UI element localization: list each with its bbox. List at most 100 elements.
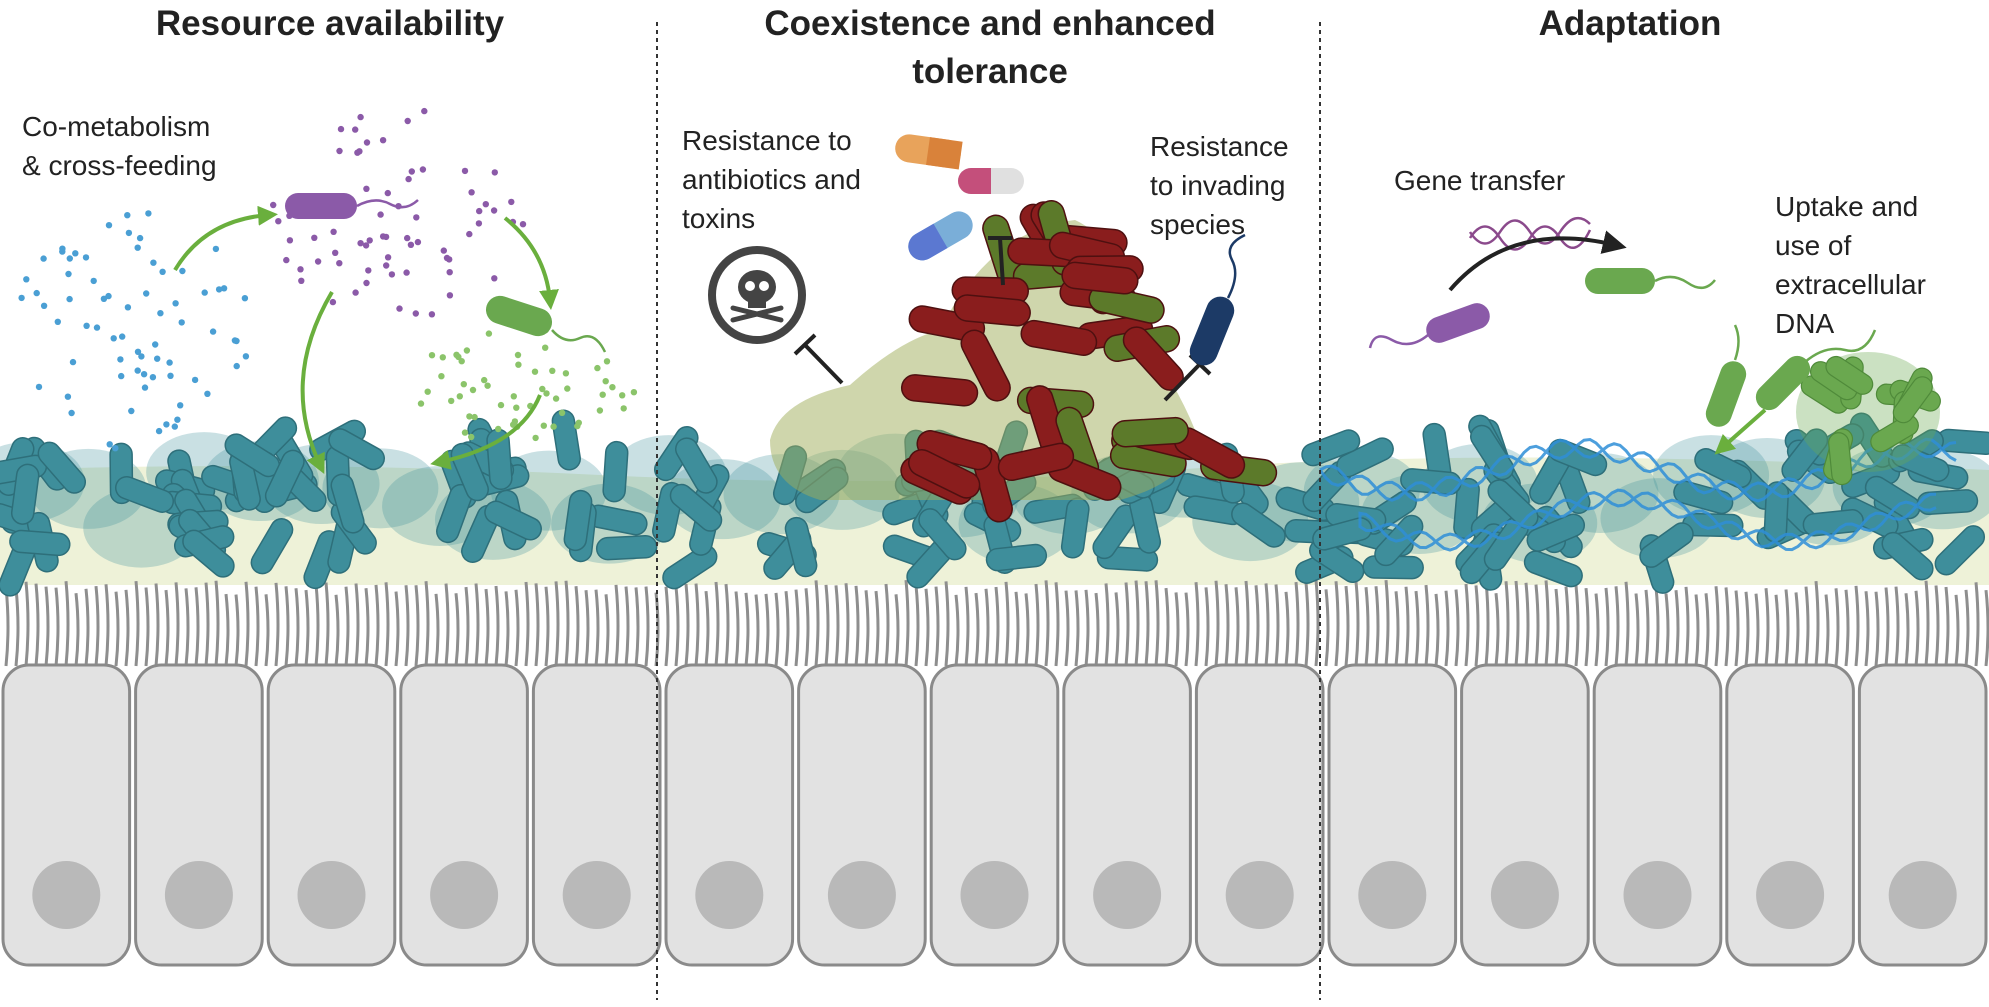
metabolite-dot — [163, 421, 170, 428]
metabolite-dot — [515, 361, 522, 368]
capsule-icon — [958, 168, 1024, 194]
commensal-bacterium — [1864, 475, 1921, 520]
metabolite-dot — [105, 222, 113, 229]
metabolite-dot — [466, 230, 473, 238]
green-bacteria-cluster — [1796, 352, 1941, 486]
commensal-bacterium — [37, 441, 87, 494]
cell-nucleus — [960, 861, 1029, 929]
metabolite-dot — [471, 413, 478, 421]
capsule-icon — [895, 134, 963, 170]
cell-nucleus — [1623, 861, 1692, 929]
commensal-bacterium — [662, 544, 718, 590]
metabolite-dot — [314, 258, 322, 265]
label-gene-transfer: Gene transfer — [1394, 165, 1566, 196]
inhibition-marker-antibiotics — [988, 236, 1012, 286]
metabolite-dot — [125, 229, 133, 237]
metabolite-dot — [174, 416, 181, 423]
metabolite-dot — [286, 237, 294, 244]
green-cluster-bacterium — [1825, 355, 1874, 395]
metabolite-dot — [167, 372, 174, 379]
metabolite-dot — [542, 344, 549, 351]
metabolite-dot — [178, 319, 185, 326]
commensal-bacterium — [264, 449, 305, 508]
metabolite-dot — [149, 374, 157, 381]
metabolite-dot — [379, 137, 387, 144]
commensal-bacterium — [1934, 525, 1986, 576]
metabolite-dot — [155, 427, 163, 435]
metabolite-dot — [413, 214, 420, 221]
metabolite-dot — [575, 419, 582, 426]
pathobiont-bacterium — [953, 294, 1031, 327]
epithelial-cells — [1, 663, 1988, 967]
metabolite-dot — [384, 254, 392, 261]
metabolite-dot — [379, 233, 387, 240]
uptake-arrow — [1714, 408, 1767, 455]
pathobiont-bacterium — [908, 448, 981, 499]
metabolite-dot — [68, 409, 75, 417]
metabolite-dot — [412, 310, 419, 317]
metabolite-dot — [562, 370, 570, 377]
metabolite-dot — [564, 385, 571, 392]
metabolite-dot — [69, 358, 77, 366]
pathobiont-bacterium — [900, 374, 979, 407]
commensal-bacterium — [182, 529, 235, 578]
commensal-bacterium — [675, 437, 718, 494]
metabolite-dot — [519, 221, 527, 228]
purple-bacterium-icon — [285, 193, 419, 219]
metabolite-dot — [531, 368, 539, 375]
inhibition-marker-toxins — [793, 333, 844, 385]
metabolite-dot — [150, 259, 157, 266]
green-cluster-bacterium — [1828, 432, 1853, 486]
metabolite-dot — [201, 289, 208, 296]
metabolite-dot — [510, 421, 517, 428]
metabolite-dot — [594, 364, 601, 372]
metabolite-dot — [630, 389, 638, 396]
metabolite-dot — [366, 237, 373, 244]
commensal-bacterium — [9, 529, 71, 557]
metabolite-dot — [352, 289, 359, 296]
metabolite-dot — [332, 249, 339, 256]
metabolite-dot — [428, 311, 436, 318]
metabolite-dot — [552, 395, 560, 402]
metabolite-dot — [64, 393, 72, 400]
metabolite-dot — [330, 228, 337, 235]
metabolite-dot — [124, 212, 131, 219]
microvilli — [4, 579, 1989, 667]
metabolite-dot — [66, 295, 73, 303]
metabolite-dot — [377, 211, 384, 218]
metabolite-dot — [407, 241, 415, 248]
metabolite-dot — [18, 294, 25, 302]
panel-title-resource-availability: Resource availability — [155, 4, 505, 43]
commensal-bacterium — [595, 534, 658, 561]
metabolite-dot — [124, 304, 132, 311]
metabolite-dot — [446, 292, 454, 299]
metabolite-dot — [141, 384, 149, 391]
metabolite-dot — [138, 353, 145, 360]
metabolite-dot — [40, 302, 48, 309]
commensal-bacterium — [985, 543, 1048, 572]
metabolite-dot — [177, 402, 184, 409]
metabolite-dot — [491, 275, 498, 282]
commensal-bacterium — [486, 428, 513, 491]
green-metabolite-dots — [417, 323, 638, 442]
metabolite-dot — [383, 262, 390, 269]
metabolite-dot — [65, 270, 72, 278]
metabolite-dot — [460, 381, 467, 388]
cell-nucleus — [1490, 861, 1559, 929]
metabolite-dot — [363, 139, 371, 146]
metabolite-dot — [609, 384, 616, 391]
metabolite-dot — [405, 175, 412, 183]
metabolite-dot — [212, 245, 220, 253]
metabolite-dot — [466, 413, 473, 420]
metabolite-dot — [337, 125, 345, 133]
metabolite-dot — [134, 348, 142, 355]
metabolite-dot — [438, 373, 445, 380]
cell-nucleus — [1358, 861, 1427, 929]
metabolite-dot — [145, 210, 152, 217]
panel-title-adaptation: Adaptation — [1538, 4, 1722, 43]
cell-nucleus — [1093, 861, 1162, 929]
metabolite-dot — [463, 347, 471, 354]
cross-feeding-arrow-4 — [430, 394, 542, 470]
metabolite-dot — [154, 355, 161, 362]
metabolite-dot — [233, 362, 240, 370]
